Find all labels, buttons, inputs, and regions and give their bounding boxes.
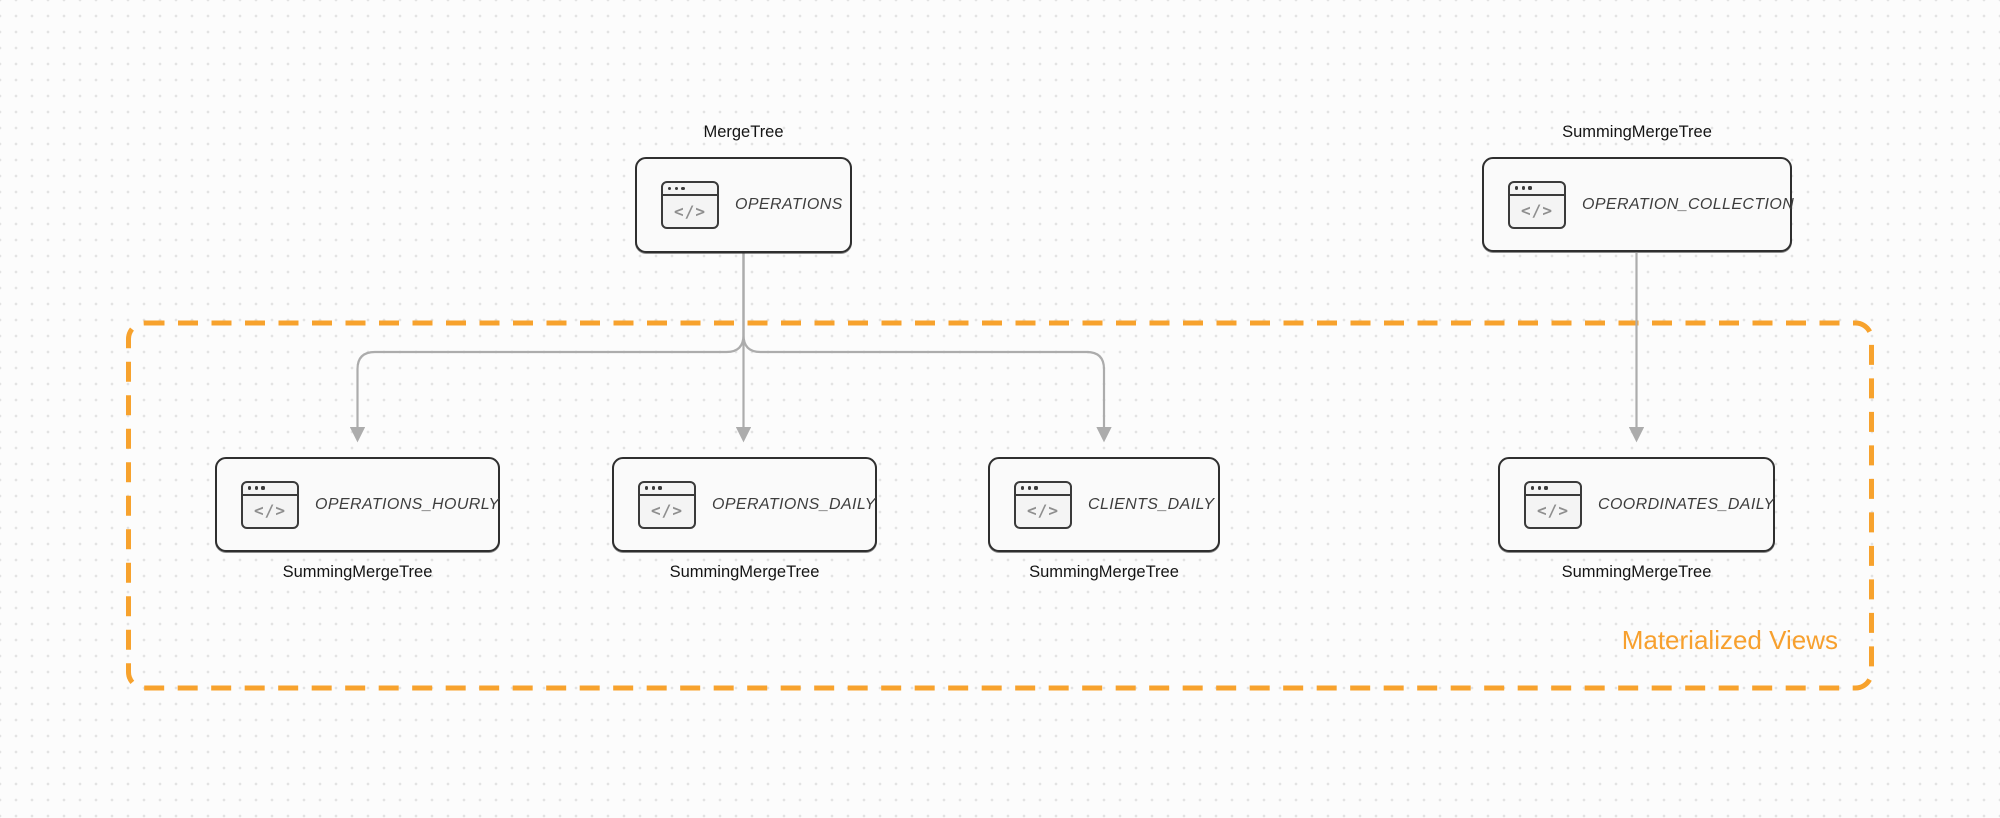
node-operations[interactable]: </> OPERATIONS — [635, 157, 852, 253]
code-window-icon: </> — [1508, 180, 1566, 229]
engine-label-operations: MergeTree — [703, 123, 784, 141]
node-title: OPERATIONS_DAILY — [712, 495, 876, 513]
engine-label-operation-collection: SummingMergeTree — [1562, 123, 1712, 141]
node-title: COORDINATES_DAILY — [1598, 495, 1775, 513]
code-glyph: </> — [674, 201, 706, 221]
node-operations-hourly[interactable]: </> OPERATIONS_HOURLY — [215, 457, 500, 552]
materialized-views-label: Materialized Views — [1621, 625, 1838, 655]
node-title: OPERATIONS — [735, 196, 843, 213]
node-coordinates-daily[interactable]: </> COORDINATES_DAILY — [1498, 457, 1775, 552]
code-glyph: </> — [1521, 201, 1553, 220]
code-window-icon: </> — [1014, 480, 1072, 529]
node-operations-daily[interactable]: </> OPERATIONS_DAILY — [612, 457, 877, 552]
code-glyph: </> — [1027, 501, 1059, 520]
code-glyph: </> — [1537, 501, 1569, 520]
window-dots-icon — [1526, 483, 1580, 496]
window-dots-icon — [1016, 483, 1070, 496]
window-dots-icon — [663, 183, 717, 196]
node-title: CLIENTS_DAILY — [1088, 495, 1215, 513]
code-window-icon: </> — [661, 181, 719, 229]
materialized-views-group-border — [126, 320, 1874, 691]
node-clients-daily[interactable]: </> CLIENTS_DAILY — [988, 457, 1220, 552]
window-dots-icon — [243, 483, 297, 496]
engine-label-clients-daily: SummingMergeTree — [1029, 563, 1179, 581]
node-title: OPERATIONS_HOURLY — [315, 495, 500, 513]
code-glyph: </> — [254, 501, 286, 520]
edge-operations-to-operations-hourly — [349, 253, 745, 443]
node-operation-collection[interactable]: </> OPERATION_COLLECTION — [1482, 157, 1795, 252]
node-title: OPERATION_COLLECTION — [1582, 195, 1795, 213]
engine-label-operations-daily: SummingMergeTree — [669, 563, 820, 581]
edge-operations-to-clients-daily — [742, 253, 1112, 443]
engine-label-coordinates-daily: SummingMergeTree — [1561, 563, 1712, 581]
code-window-icon: </> — [638, 480, 696, 529]
engine-label-operations-hourly: SummingMergeTree — [282, 563, 433, 581]
code-window-icon: </> — [241, 480, 299, 529]
code-window-icon: </> — [1524, 480, 1582, 529]
code-glyph: </> — [651, 501, 683, 520]
window-dots-icon — [1510, 183, 1564, 196]
window-dots-icon — [640, 483, 694, 496]
